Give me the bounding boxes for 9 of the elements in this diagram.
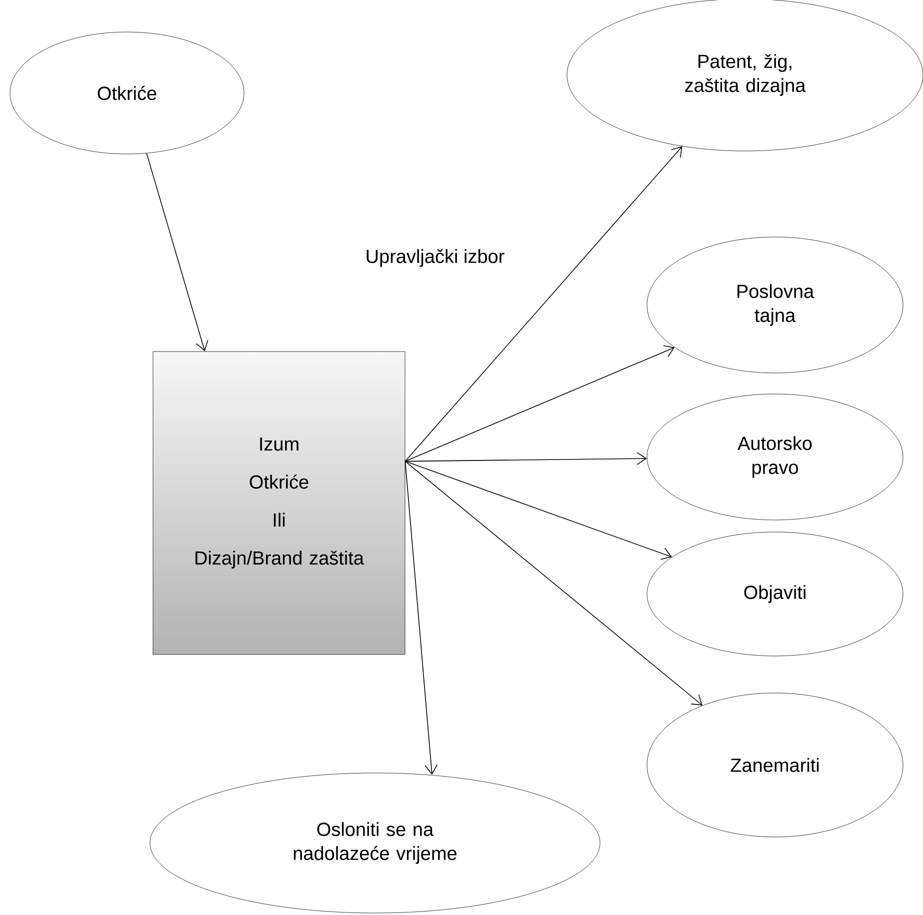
- arrow: [146, 152, 208, 352]
- arrow: [404, 345, 675, 462]
- arrow: [404, 460, 438, 775]
- arrow: [404, 460, 702, 706]
- arrow: [404, 452, 647, 465]
- arrow: [404, 460, 672, 560]
- process-box: Izum Otkriće Ili Dizajn/Brand zaštita: [152, 351, 406, 655]
- arrow: [404, 146, 682, 462]
- annotation-text: Upravljački izbor: [366, 249, 504, 267]
